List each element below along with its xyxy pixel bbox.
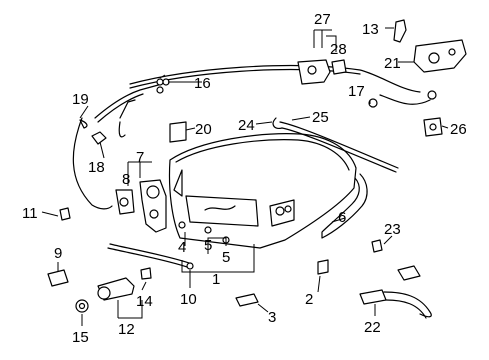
callout-6: 6 bbox=[338, 209, 346, 226]
callout-12: 12 bbox=[118, 321, 135, 338]
callout-3: 3 bbox=[268, 309, 276, 326]
callout-5b: 5 bbox=[222, 249, 230, 266]
callout-15: 15 bbox=[72, 329, 89, 346]
callout-19: 19 bbox=[72, 91, 89, 108]
clip-18-part bbox=[91, 131, 107, 145]
latch-assembly-part bbox=[115, 179, 167, 233]
callout-23: 23 bbox=[384, 221, 401, 238]
callout-16: 16 bbox=[194, 75, 211, 92]
callout-labels: 1 2 3 4 5 5 6 7 8 9 10 11 12 13 14 15 16… bbox=[22, 11, 467, 346]
latch-21-part bbox=[413, 39, 467, 73]
callout-20: 20 bbox=[195, 121, 212, 138]
callout-10: 10 bbox=[180, 291, 197, 308]
callout-4: 4 bbox=[178, 239, 186, 256]
callout-26: 26 bbox=[450, 121, 467, 138]
molding-10-part bbox=[107, 243, 194, 270]
release-cable-part bbox=[129, 64, 437, 108]
callout-1: 1 bbox=[212, 271, 220, 288]
callout-9: 9 bbox=[54, 245, 62, 262]
bolt-13-part bbox=[393, 19, 407, 43]
callout-24: 24 bbox=[238, 117, 255, 134]
callout-11: 11 bbox=[22, 205, 38, 222]
callout-2: 2 bbox=[305, 291, 313, 308]
clip-23-part bbox=[371, 239, 383, 253]
callout-25: 25 bbox=[312, 109, 329, 126]
trunk-lid-part bbox=[168, 133, 357, 249]
bracket-3-part bbox=[235, 293, 259, 307]
callout-14: 14 bbox=[136, 293, 153, 310]
bumper-2-part bbox=[317, 259, 329, 275]
callout-22: 22 bbox=[364, 319, 381, 336]
callout-18: 18 bbox=[88, 159, 105, 176]
opener-cable-part bbox=[94, 78, 170, 138]
callout-17: 17 bbox=[348, 83, 365, 100]
nut-15-part bbox=[75, 299, 89, 313]
pad-20-part bbox=[169, 121, 187, 143]
callout-8: 8 bbox=[122, 171, 130, 188]
callout-5a: 5 bbox=[204, 237, 212, 254]
weatherstrip-part bbox=[321, 173, 368, 239]
bolt-11-part bbox=[59, 207, 71, 221]
bracket-9-part bbox=[47, 269, 69, 287]
hinge-22-part bbox=[359, 265, 432, 319]
callout-27: 27 bbox=[314, 11, 331, 28]
callout-28: 28 bbox=[330, 41, 347, 58]
leader-lines bbox=[41, 27, 449, 326]
actuator-27-part bbox=[297, 59, 347, 85]
callout-7: 7 bbox=[136, 149, 144, 166]
cable-19-part bbox=[72, 117, 113, 210]
lock-cylinder-part bbox=[97, 267, 152, 301]
switch-26-part bbox=[423, 117, 443, 137]
torsion-bar-part bbox=[272, 117, 399, 173]
callout-13: 13 bbox=[362, 21, 379, 38]
callout-21: 21 bbox=[384, 55, 401, 72]
